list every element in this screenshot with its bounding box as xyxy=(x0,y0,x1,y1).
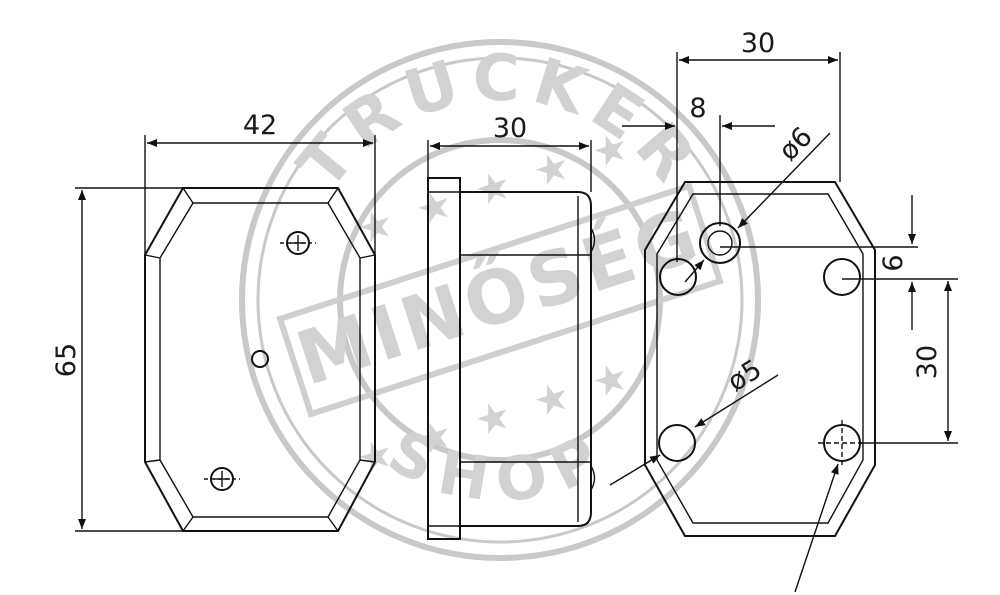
dim-big-hole: ø6 xyxy=(773,121,819,167)
screw-icon xyxy=(280,231,316,255)
dim-rear-width: 30 xyxy=(741,28,775,59)
center-hole xyxy=(251,350,269,368)
screw-icon xyxy=(204,467,240,491)
dim-hole-offset: 6 xyxy=(878,254,909,271)
side-view: 30 xyxy=(427,113,596,540)
dim-front-width: 42 xyxy=(243,110,277,141)
dim-rear-offset: 8 xyxy=(689,93,706,124)
dim-side-width: 30 xyxy=(493,113,527,144)
front-view: 42 65 xyxy=(51,110,376,532)
dim-small-hole: ø5 xyxy=(722,354,767,398)
dim-hole-spacing: 30 xyxy=(912,345,943,379)
dim-front-height: 65 xyxy=(51,343,82,377)
